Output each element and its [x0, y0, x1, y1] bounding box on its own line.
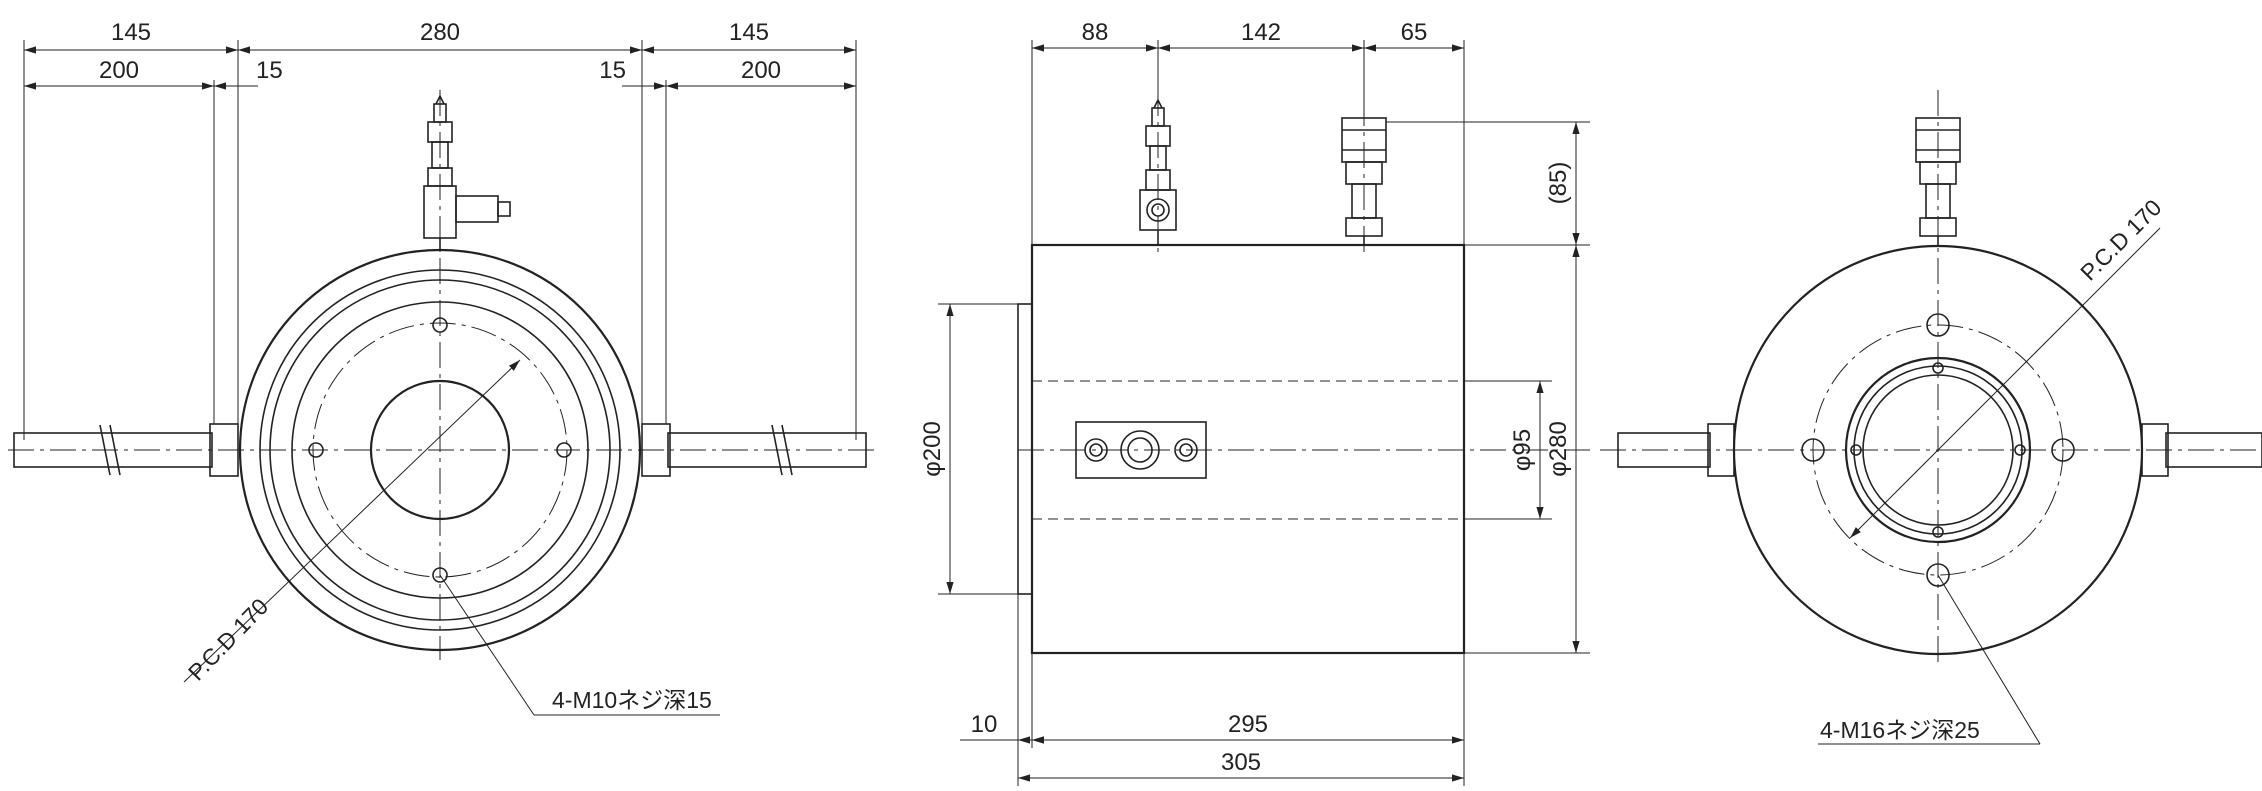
rear-flange-circle [1844, 356, 2032, 544]
dim-145-right: 145 [729, 19, 769, 46]
dim-145-left: 145 [111, 19, 151, 46]
front-view: P.C.D 170 4-M10ネジ深15 [8, 90, 876, 716]
side-dimensions: 88 142 65 (85) φ280 φ95 φ200 10 295 305 [919, 19, 1590, 786]
dim-295: 295 [1228, 711, 1268, 738]
front-thread-note: 4-M10ネジ深15 [552, 687, 712, 713]
right-handle [667, 432, 867, 468]
side-quick-coupler [1341, 100, 1387, 256]
dim-88: 88 [1082, 19, 1109, 46]
rear-thread-note: 4-M16ネジ深25 [1820, 717, 1980, 743]
dim-200-right: 200 [741, 57, 781, 84]
dim-305: 305 [1221, 749, 1261, 776]
front-dimensions: 145 280 145 200 15 15 200 [23, 19, 857, 440]
dim-15-left: 15 [256, 57, 283, 84]
dim-85: (85) [1545, 162, 1572, 205]
rear-right-handle [2165, 432, 2262, 468]
front-spigot [1017, 303, 1033, 595]
dim-15-right: 15 [599, 57, 626, 84]
front-pcd-label: P.C.D 170 [183, 593, 273, 685]
side-view [1017, 90, 1592, 655]
dim-280-dia: φ280 [1545, 421, 1572, 477]
side-coupler [1139, 90, 1177, 256]
rear-pcd-label: P.C.D 170 [2075, 194, 2166, 285]
rear-view: P.C.D 170 4-M16ネジ深25 [1600, 90, 2262, 745]
dim-200-left: 200 [99, 57, 139, 84]
dim-200-dia: φ200 [919, 421, 946, 477]
rear-left-handle [1617, 432, 1711, 468]
dim-280-top: 280 [420, 19, 460, 46]
hydraulic-coupler-elbow [423, 94, 511, 250]
dim-95-dia: φ95 [1509, 429, 1536, 471]
dim-65: 65 [1401, 19, 1428, 46]
cylinder-body [1030, 243, 1466, 655]
rear-quick-coupler [1915, 117, 1961, 246]
dim-142: 142 [1241, 19, 1281, 46]
left-handle [13, 432, 213, 468]
dim-10: 10 [971, 711, 998, 738]
port-block [1075, 421, 1207, 479]
center-bore [369, 379, 511, 521]
